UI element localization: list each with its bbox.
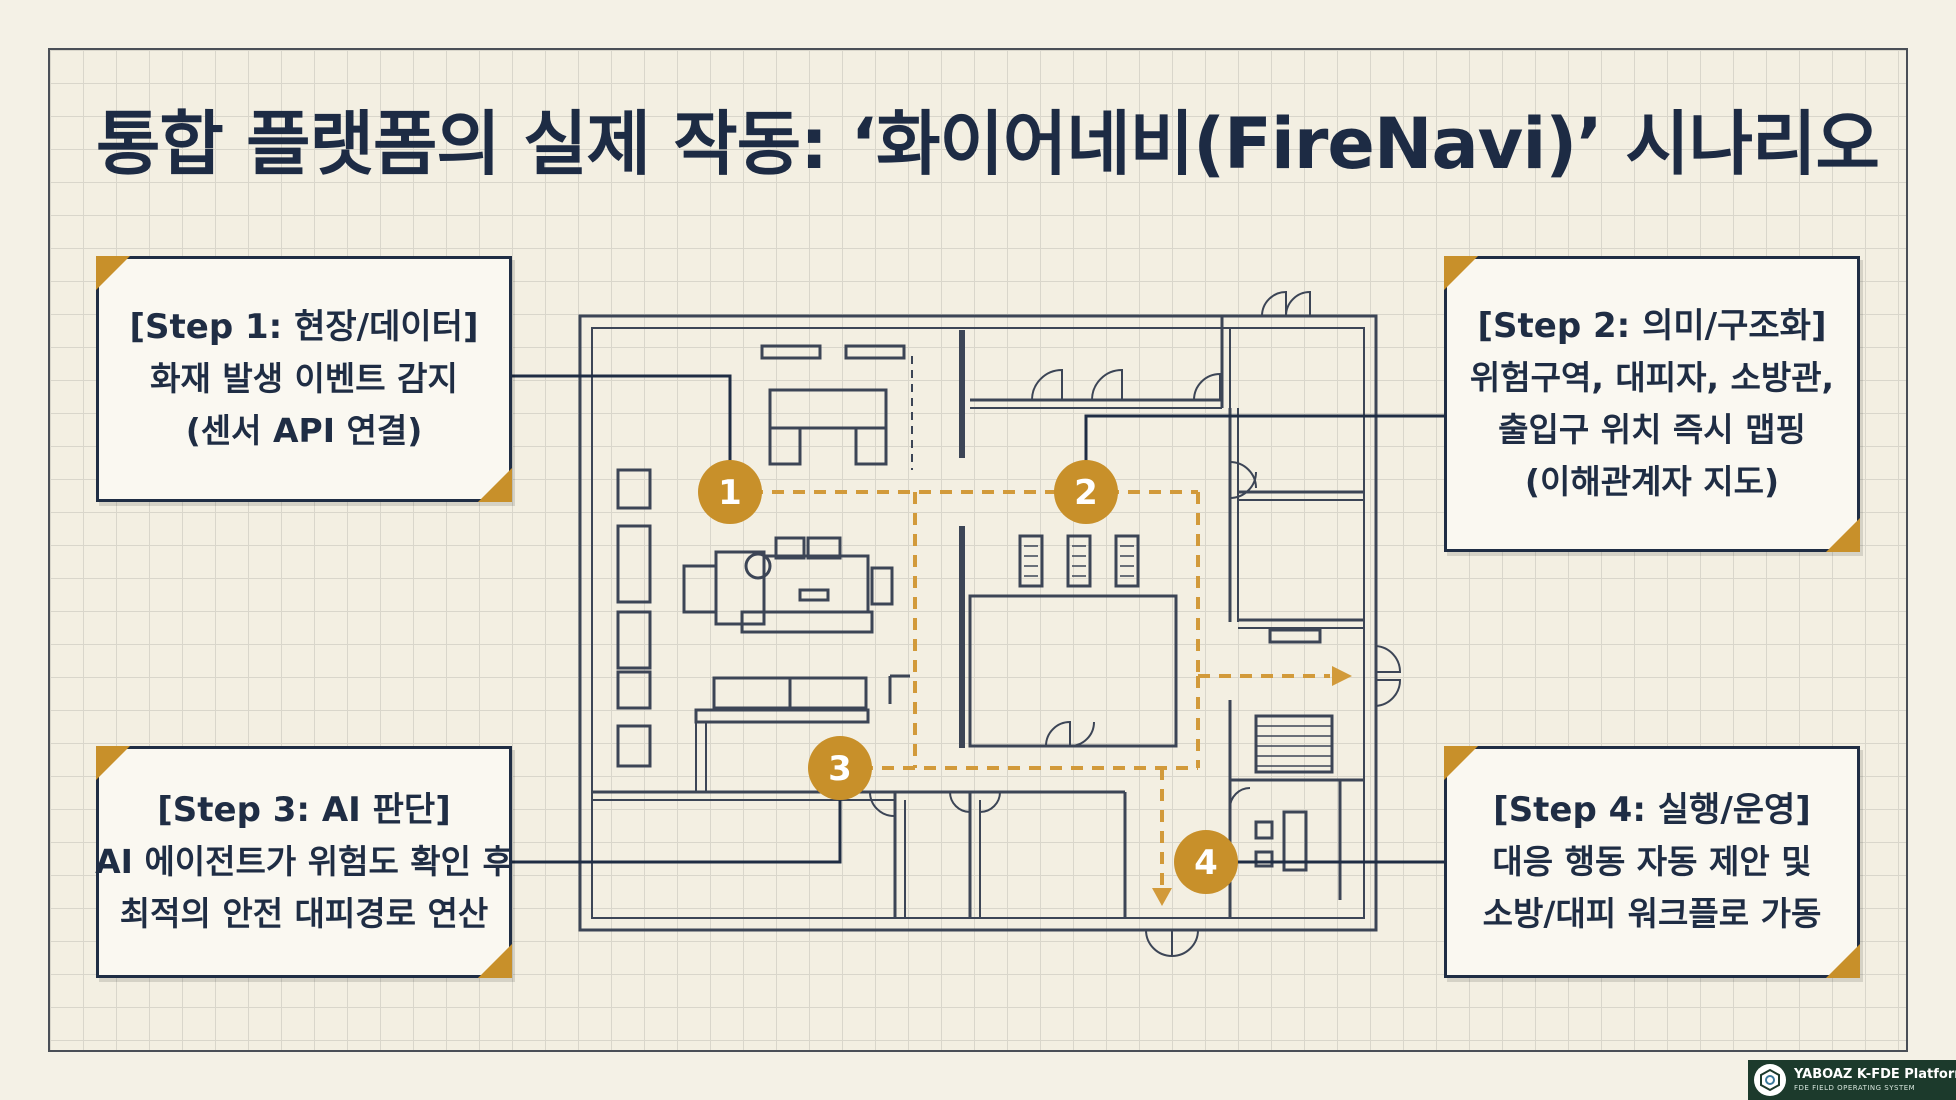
step-badge-2: 2 xyxy=(1054,460,1118,524)
step-card-3: [Step 3: AI 판단] AI 에이전트가 위험도 확인 후 최적의 안전… xyxy=(95,746,513,978)
logo-subtitle: FDE FIELD OPERATING SYSTEM xyxy=(1794,1084,1916,1092)
step-badge-3: 3 xyxy=(808,736,872,800)
outer-wall-inner xyxy=(591,327,1365,919)
connector-lines xyxy=(512,374,1444,864)
step-card-4: [Step 4: 실행/운영] 대응 행동 자동 제안 및 소방/대피 워크플로… xyxy=(1444,746,1860,978)
card-corner-accent xyxy=(1444,256,1478,290)
step-card-1-line-1: 화재 발생 이벤트 감지 xyxy=(150,359,458,398)
logo-name: YABOAZ K-FDE Platform xyxy=(1794,1067,1956,1082)
step-badge-1-label: 1 xyxy=(718,473,742,513)
step-card-4-line-2: 소방/대피 워크플로 가동 xyxy=(1482,894,1822,933)
card-corner-accent xyxy=(1826,518,1860,552)
step-card-4-title: [Step 4: 실행/운영] xyxy=(1493,790,1811,830)
platform-logo: YABOAZ K-FDE Platform FDE FIELD OPERATIN… xyxy=(1748,1060,1956,1100)
card-corner-accent xyxy=(1444,746,1478,780)
step-card-3-line-2: 최적의 안전 대피경로 연산 xyxy=(119,894,489,933)
step-badge-4: 4 xyxy=(1174,830,1238,894)
step-card-2-line-2: 출입구 위치 즉시 맵핑 xyxy=(1498,410,1806,449)
step-card-3-title: [Step 3: AI 판단] xyxy=(157,790,451,830)
card-corner-accent xyxy=(1826,944,1860,978)
step-card-1-title: [Step 1: 현장/데이터] xyxy=(129,307,479,347)
step-card-2-line-1: 위험구역, 대피자, 소방관, xyxy=(1469,358,1835,397)
step-card-2-title: [Step 2: 의미/구조화] xyxy=(1477,306,1827,346)
card-corner-accent xyxy=(478,468,512,502)
step-card-2-line-3: (이해관계자 지도) xyxy=(1524,462,1780,501)
step-card-1-line-2: (센서 API 연결) xyxy=(185,411,423,450)
card-corner-accent xyxy=(478,944,512,978)
step-badge-2-label: 2 xyxy=(1074,473,1098,513)
step-badge-1: 1 xyxy=(698,460,762,524)
step-card-2: [Step 2: 의미/구조화] 위험구역, 대피자, 소방관, 출입구 위치 … xyxy=(1444,256,1860,552)
evacuation-route xyxy=(730,490,1330,890)
step-card-1: [Step 1: 현장/데이터] 화재 발생 이벤트 감지 (센서 API 연결… xyxy=(96,256,512,502)
route-arrow-east xyxy=(1332,666,1352,686)
hexagon-logo-icon xyxy=(1754,1064,1786,1096)
route-arrow-south xyxy=(1152,888,1172,906)
step-card-4-line-1: 대응 행동 자동 제안 및 xyxy=(1492,842,1812,881)
step-card-3-line-1: AI 에이전트가 위험도 확인 후 xyxy=(95,842,513,881)
card-corner-accent xyxy=(96,746,130,780)
page-title: 통합 플랫폼의 실제 작동: ‘화이어네비(FireNavi)’ 시나리오 xyxy=(96,103,1880,185)
step-badge-4-label: 4 xyxy=(1194,843,1218,883)
outer-wall xyxy=(578,314,1378,932)
card-corner-accent xyxy=(96,256,130,290)
step-badge-3-label: 3 xyxy=(828,749,852,789)
